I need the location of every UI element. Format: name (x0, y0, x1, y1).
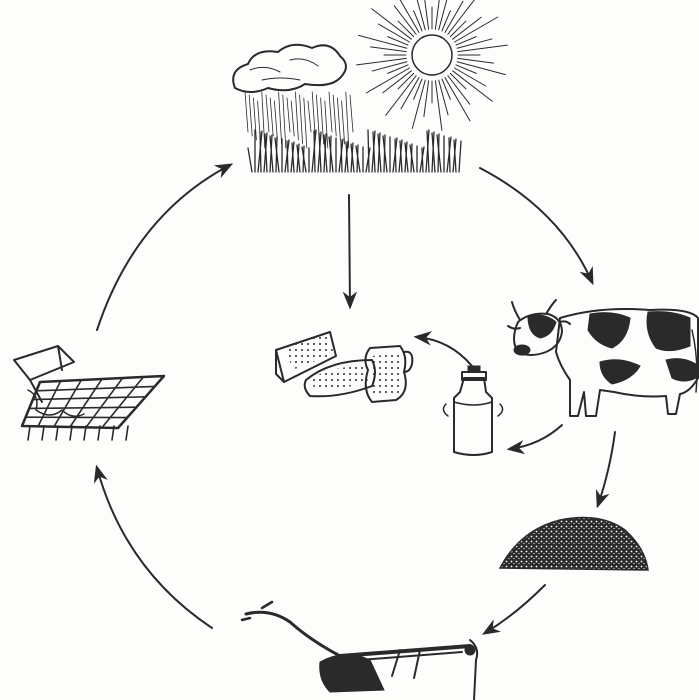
rain-streak (274, 101, 277, 140)
rain-streak (295, 92, 298, 140)
rain-streak (308, 101, 311, 132)
plough-icon (242, 602, 477, 700)
sun-ray (394, 6, 416, 35)
rain-streak (337, 98, 340, 140)
grass-blade (248, 148, 252, 172)
rain-streak (346, 92, 349, 148)
cow-icon (508, 300, 698, 416)
harrow-tine (28, 426, 30, 440)
rain-streak (279, 92, 282, 144)
sun-ray (422, 0, 429, 29)
sun-rain-grass-icon (233, 0, 507, 172)
sun-ray (448, 0, 478, 34)
sun-ray (416, 0, 425, 30)
sun-ray (371, 47, 407, 52)
harrow-bar (118, 376, 164, 428)
rain-streak (304, 98, 307, 148)
arrow-manure-to-plough (485, 585, 545, 633)
harrow-bar (86, 378, 123, 427)
rain-streak (287, 98, 290, 132)
harrow-bar (36, 386, 154, 390)
rain-streak (270, 98, 273, 136)
rain-streak (283, 95, 286, 148)
rain-streak (262, 92, 265, 148)
sun-ray (453, 71, 493, 101)
harrow-bar (70, 379, 102, 427)
harrow-bar (102, 377, 143, 428)
manure-pile-icon (500, 518, 648, 570)
milk-can-icon (443, 366, 502, 455)
grass-icon (248, 130, 461, 172)
sun-ray (458, 58, 494, 63)
harrow-tine (56, 426, 58, 440)
arrow-harrow-to-grass (97, 165, 230, 330)
harrow-bar (29, 407, 136, 408)
rain-streak (291, 101, 294, 136)
sun-ray (450, 73, 466, 89)
sun-ray (424, 81, 429, 117)
rain-streak (342, 101, 345, 144)
sun-ray (386, 76, 416, 116)
sun-ray (372, 9, 412, 39)
harrow-icon (14, 346, 164, 440)
sun-icon (357, 0, 508, 130)
sun-ray (398, 21, 414, 37)
sun-ray (435, 0, 440, 29)
sun-ray (394, 0, 419, 32)
rain-streak (350, 95, 353, 132)
arrow-plough-to-harrow (97, 468, 212, 628)
arrow-cow-to-milk-can (510, 425, 562, 449)
rain-streak (312, 92, 315, 136)
sun-ray (439, 0, 452, 30)
sun-ray (448, 76, 470, 105)
arrow-milk-can-to-dairy (417, 337, 472, 366)
harrow-tine (126, 426, 128, 440)
arrow-grass-to-dairy (349, 195, 350, 306)
sun-ray (450, 21, 466, 37)
grass-blade (459, 141, 461, 172)
cloud-icon (233, 45, 346, 92)
jug-icon (365, 346, 412, 402)
sun-ray (372, 62, 407, 71)
rain-streak (333, 95, 336, 136)
sun-ray (439, 80, 448, 115)
rain-streak (245, 92, 248, 132)
rain-streak (266, 95, 269, 132)
sun-ray (398, 73, 414, 89)
dairy-products-icon (276, 332, 412, 402)
rain-streak (249, 95, 252, 136)
rain-streak (300, 95, 303, 144)
sun-ray (383, 71, 412, 93)
grass-blade (368, 130, 369, 172)
sun-ray (453, 17, 482, 39)
arrow-grass-to-cow (480, 168, 592, 282)
rain-streak (329, 92, 332, 132)
arrow-cow-to-manure (598, 432, 615, 505)
harrow-tine (42, 426, 44, 440)
sun-ray (457, 39, 492, 48)
